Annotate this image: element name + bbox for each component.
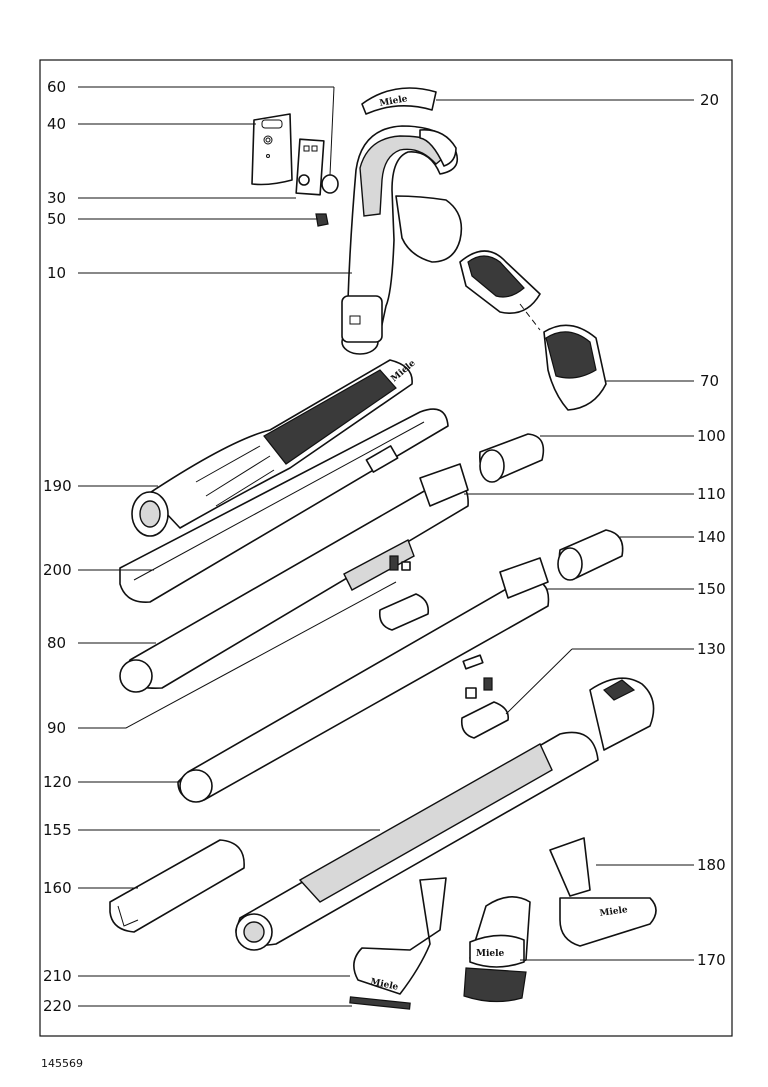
part-200-wand-sleeve [119,408,449,603]
callout-180: 180 [697,856,726,874]
part-210-wide-nozzle: Miele [353,877,447,995]
part-130-latch-set [460,654,510,739]
callout-120: 120 [43,773,72,791]
part-60-button [321,174,339,194]
callout-20: 20 [700,91,719,109]
part-90-latch [378,555,430,631]
callout-200: 200 [43,561,72,579]
part-155-telescopic-wand [235,677,655,951]
callout-130: 130 [697,640,726,658]
part-160-crevice-nozzle [109,839,245,933]
part-140-coupling [557,529,624,581]
callout-155: 155 [43,821,72,839]
document-id: 145569 [41,1057,83,1070]
part-70-swivel-connector [459,250,607,411]
leader-lines [78,86,694,1007]
upholstery-brand: Miele [599,905,629,919]
part-40-switch-plate [251,113,293,186]
part-30-circuit-board [295,138,325,196]
callout-90: 90 [47,719,66,737]
callout-160: 160 [43,879,72,897]
callout-100: 100 [697,427,726,445]
part-50-screw [315,213,329,227]
callout-150: 150 [697,580,726,598]
callout-190: 190 [43,477,72,495]
callout-80: 80 [47,634,66,652]
part-100-coupling [479,433,545,483]
dusting-brush-brand: Miele [476,949,505,959]
part-190-flexible-hose: Miele [131,358,418,537]
part-20-handle-cap: Miele [361,87,437,115]
part-180-upholstery-nozzle: Miele [549,837,657,947]
diagram-frame [39,59,733,1037]
callout-70: 70 [700,372,719,390]
part-120-lower-wand-tube [177,557,550,803]
callout-30: 30 [47,189,66,207]
part-80-upper-wand-tube [119,463,469,693]
callout-210: 210 [43,967,72,985]
part-220-brush-strip [349,996,411,1010]
part-170-dusting-brush: Miele [463,896,531,1003]
callout-numbers: 60 40 30 50 10 20 70 100 110 190 140 200… [43,78,726,1015]
handle-cap-brand: Miele [379,94,409,109]
callout-40: 40 [47,115,66,133]
callout-220: 220 [43,997,72,1015]
callout-170: 170 [697,951,726,969]
callout-10: 10 [47,264,66,282]
callout-140: 140 [697,528,726,546]
callout-60: 60 [47,78,66,96]
callout-50: 50 [47,210,66,228]
part-10-handle [341,125,463,355]
callout-110: 110 [697,485,726,503]
